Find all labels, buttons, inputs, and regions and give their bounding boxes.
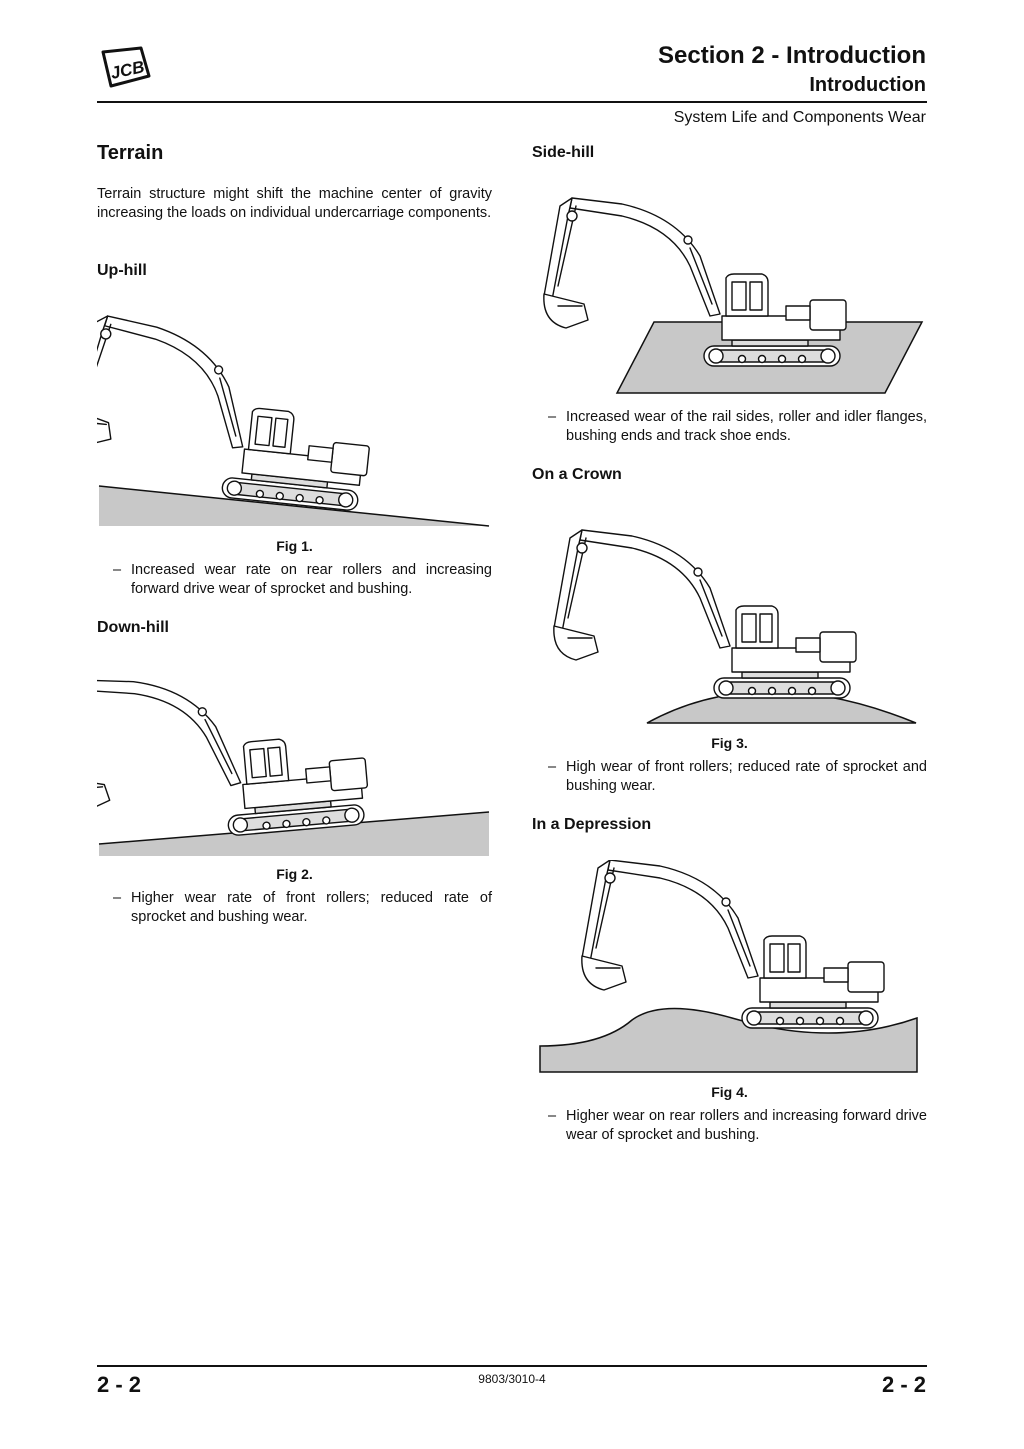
crown-bullet-text: High wear of front rollers; reduced rate… bbox=[566, 759, 927, 794]
depression-bullet: –Higher wear on rear rollers and increas… bbox=[548, 1108, 927, 1143]
document-number: 9803/3010-4 bbox=[478, 1372, 546, 1386]
uphill-bullet-text: Increased wear rate on rear rollers and … bbox=[131, 562, 492, 597]
topic-title: System Life and Components Wear bbox=[673, 109, 926, 126]
crown-bullet: –High wear of front rollers; reduced rat… bbox=[548, 759, 927, 794]
fig4-caption: Fig 4. bbox=[711, 1084, 748, 1100]
sidehill-heading: Side-hill bbox=[532, 144, 595, 161]
fig3-caption: Fig 3. bbox=[711, 735, 748, 751]
sidehill-figure bbox=[532, 190, 927, 400]
downhill-bullet: –Higher wear rate of front rollers; redu… bbox=[113, 890, 492, 925]
page-number-right: 2 - 2 bbox=[881, 1372, 926, 1397]
fig2-caption: Fig 2. bbox=[276, 866, 313, 882]
depression-figure bbox=[532, 860, 927, 1076]
crown-figure bbox=[532, 512, 927, 727]
fig1-caption: Fig 1. bbox=[276, 538, 313, 554]
jcb-logo: JCB bbox=[97, 46, 153, 90]
downhill-bullet-text: Higher wear rate of front rollers; reduc… bbox=[131, 890, 492, 925]
uphill-figure bbox=[97, 300, 492, 530]
section-title: Section 2 - Introduction bbox=[658, 42, 926, 69]
sidehill-bullet-text: Increased wear of the rail sides, roller… bbox=[566, 409, 927, 444]
uphill-bullet: –Increased wear rate on rear rollers and… bbox=[113, 562, 492, 597]
depression-bullet-text: Higher wear on rear rollers and increasi… bbox=[566, 1108, 927, 1143]
footer-rule bbox=[97, 1365, 927, 1367]
subsection-title: Introduction bbox=[809, 74, 926, 96]
terrain-intro: Terrain structure might shift the machin… bbox=[97, 186, 492, 221]
sidehill-bullet: –Increased wear of the rail sides, rolle… bbox=[548, 409, 927, 444]
header-rule bbox=[97, 101, 927, 103]
crown-heading: On a Crown bbox=[532, 466, 622, 483]
downhill-figure bbox=[97, 660, 492, 860]
uphill-heading: Up-hill bbox=[97, 262, 147, 279]
terrain-heading: Terrain bbox=[97, 142, 164, 164]
depression-heading: In a Depression bbox=[532, 816, 652, 833]
downhill-heading: Down-hill bbox=[97, 619, 169, 636]
page-number-left: 2 - 2 bbox=[97, 1372, 142, 1397]
